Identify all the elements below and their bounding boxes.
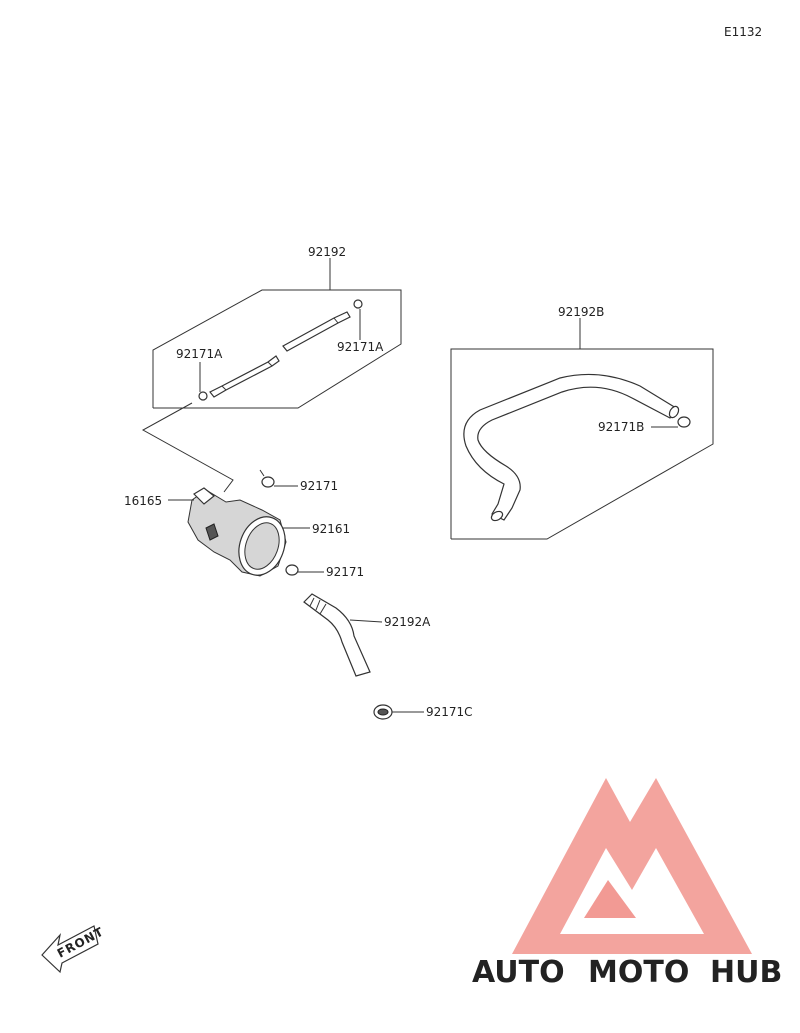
watermark-auto: AUTO bbox=[472, 955, 565, 990]
label-92161[interactable]: 92161 bbox=[312, 522, 350, 536]
watermark-moto: MOTO bbox=[588, 955, 689, 990]
clamp-92171a-right[interactable] bbox=[353, 299, 363, 309]
diagram-code: E1132 bbox=[724, 25, 762, 39]
clamp-92171-bottom[interactable] bbox=[285, 564, 299, 576]
watermark-logo bbox=[512, 778, 752, 954]
label-92171a-right[interactable]: 92171A bbox=[337, 340, 384, 354]
clamp-92171a-left[interactable] bbox=[198, 391, 208, 401]
hose-92192-pieces bbox=[209, 311, 351, 398]
hose-92192a-shape[interactable] bbox=[303, 593, 371, 677]
hose-92192a: 92192A bbox=[303, 593, 431, 677]
valve-body[interactable] bbox=[187, 487, 293, 582]
watermark-text: AUTO MOTO HUB bbox=[472, 955, 782, 990]
connection-line bbox=[141, 402, 234, 493]
group-box-92192b bbox=[450, 348, 714, 540]
clamp-92171c: 92171C bbox=[373, 704, 473, 720]
label-92192[interactable]: 92192 bbox=[308, 245, 346, 259]
clamp-92171b[interactable] bbox=[677, 416, 691, 428]
label-92171b[interactable]: 92171B bbox=[598, 420, 644, 434]
label-92171-top[interactable]: 92171 bbox=[300, 479, 338, 493]
label-92192a[interactable]: 92192A bbox=[384, 615, 431, 629]
label-92192b[interactable]: 92192B bbox=[558, 305, 604, 319]
front-arrow: FRONT bbox=[41, 924, 106, 974]
hose-group-92192b: 92192B 92171B bbox=[450, 305, 714, 540]
watermark-hub: HUB bbox=[710, 955, 782, 990]
label-92171-bottom[interactable]: 92171 bbox=[326, 565, 364, 579]
leader-92192a bbox=[349, 619, 383, 623]
label-92171c[interactable]: 92171C bbox=[426, 705, 473, 719]
group-box-92192 bbox=[152, 289, 402, 409]
logo-triangle-icon bbox=[512, 778, 752, 954]
label-92171a-left[interactable]: 92171A bbox=[176, 347, 223, 361]
clamp-92171-top[interactable] bbox=[261, 476, 275, 488]
label-16165[interactable]: 16165 bbox=[124, 494, 162, 508]
valve-assembly: 92171 16165 92161 92171 bbox=[124, 469, 364, 582]
hose-92192b[interactable] bbox=[463, 373, 677, 521]
hose-group-92192: 92192 92171A 92171A bbox=[141, 245, 402, 493]
